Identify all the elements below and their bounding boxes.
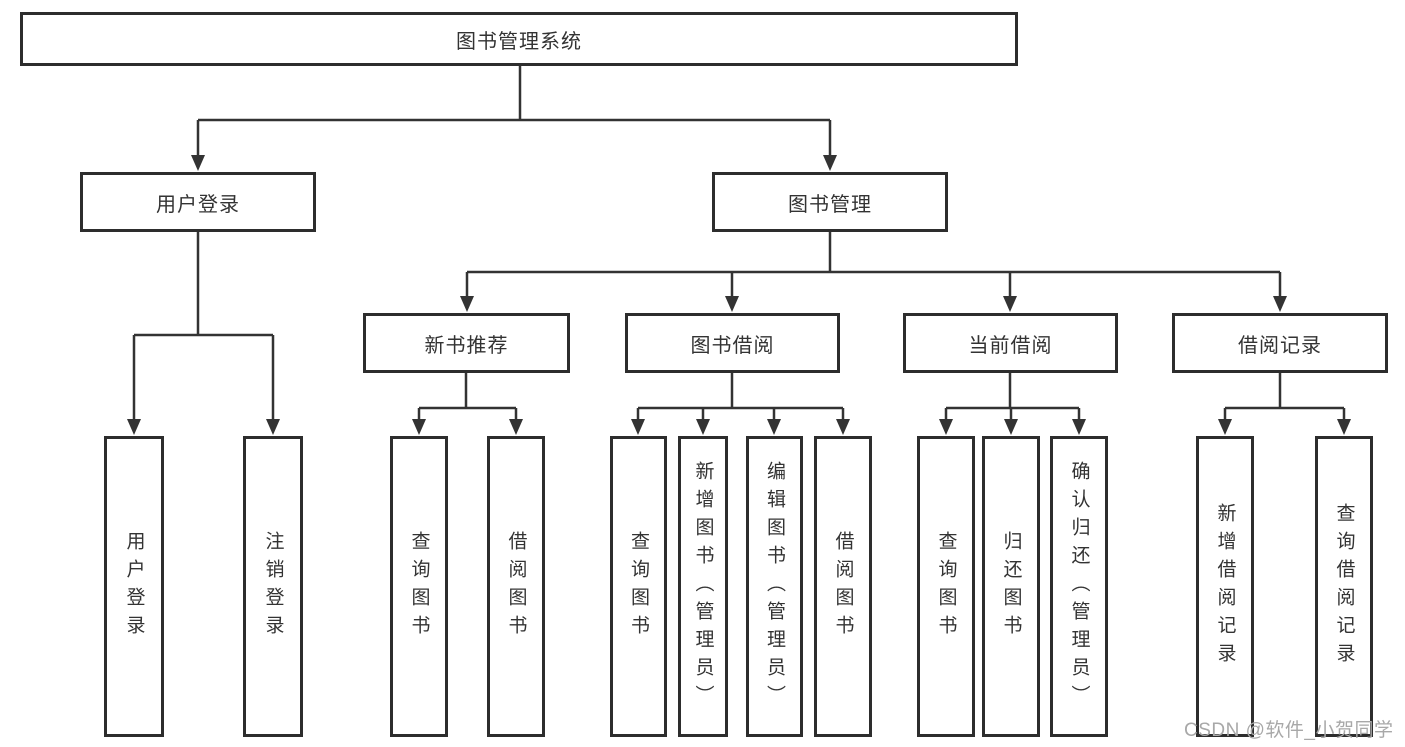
leaf-user-login: 用户登录	[104, 436, 164, 737]
connector-records-split	[1223, 373, 1346, 421]
node-root-label: 图书管理系统	[456, 30, 582, 53]
leaf-borrow-add-books-admin-label: 新增图书（管理员）	[692, 460, 714, 713]
node-book-management: 图书管理	[712, 172, 948, 232]
leaf-current-confirm-return-admin-label: 确认归还（管理员）	[1068, 460, 1090, 713]
leaf-borrow-query-books-label: 查询图书	[628, 530, 649, 643]
connector-current-split	[944, 373, 1081, 421]
leaf-recommend-borrow-books-label: 借阅图书	[505, 530, 527, 643]
leaf-records-add-record-label: 新增借阅记录	[1214, 502, 1236, 671]
node-borrow-records: 借阅记录	[1172, 313, 1388, 373]
leaf-borrow-borrow-books-label: 借阅图书	[832, 530, 854, 643]
node-borrow-records-label: 借阅记录	[1238, 334, 1322, 357]
leaf-records-query-record: 查询借阅记录	[1315, 436, 1373, 737]
leaf-user-login-label: 用户登录	[123, 530, 145, 643]
node-book-borrow-label: 图书借阅	[690, 334, 775, 357]
node-user-login-label: 用户登录	[156, 193, 240, 216]
connector-recommend-split	[417, 373, 518, 421]
node-new-book-recommend: 新书推荐	[363, 313, 570, 373]
connector-root-split	[196, 66, 832, 156]
connector-borrow-split	[636, 373, 845, 421]
leaf-borrow-borrow-books: 借阅图书	[814, 436, 872, 737]
node-book-borrow: 图书借阅	[625, 313, 840, 373]
leaf-current-query-books-label: 查询图书	[935, 530, 957, 643]
connector-user-split	[132, 232, 275, 421]
leaf-borrow-add-books-admin: 新增图书（管理员）	[678, 436, 728, 737]
leaf-borrow-edit-books-admin: 编辑图书（管理员）	[746, 436, 803, 737]
leaf-records-query-record-label: 查询借阅记录	[1333, 502, 1355, 671]
leaf-current-return-books: 归还图书	[982, 436, 1040, 737]
leaf-current-confirm-return-admin: 确认归还（管理员）	[1050, 436, 1108, 737]
leaf-recommend-borrow-books: 借阅图书	[487, 436, 545, 737]
node-new-book-recommend-label: 新书推荐	[424, 334, 509, 357]
leaf-current-return-books-label: 归还图书	[1000, 530, 1022, 643]
leaf-recommend-query-books-label: 查询图书	[408, 530, 430, 643]
node-root: 图书管理系统	[20, 12, 1018, 66]
leaf-records-add-record: 新增借阅记录	[1196, 436, 1254, 737]
node-user-login: 用户登录	[80, 172, 316, 232]
arrowheads	[127, 155, 1351, 435]
leaf-logout: 注销登录	[243, 436, 303, 737]
node-current-borrow: 当前借阅	[903, 313, 1118, 373]
connector-management-split	[465, 232, 1282, 298]
watermark: CSDN @软件_小贺同学	[1184, 720, 1394, 741]
node-current-borrow-label: 当前借阅	[968, 334, 1053, 357]
leaf-recommend-query-books: 查询图书	[390, 436, 448, 737]
leaf-logout-label: 注销登录	[262, 530, 284, 643]
leaf-borrow-edit-books-admin-label: 编辑图书（管理员）	[764, 460, 785, 713]
leaf-borrow-query-books: 查询图书	[610, 436, 667, 737]
leaf-current-query-books: 查询图书	[917, 436, 975, 737]
node-book-management-label: 图书管理	[788, 193, 872, 216]
